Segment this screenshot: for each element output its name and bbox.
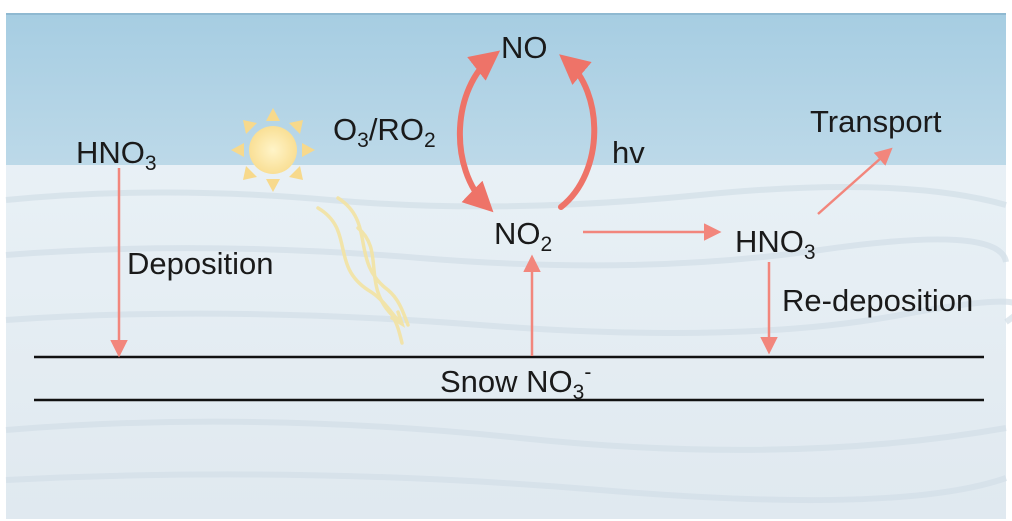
transport-arrow <box>817 147 893 215</box>
cycle-arrow-right <box>558 54 598 210</box>
oxidants-label: O3/RO2 <box>333 112 436 152</box>
hno3-atmosphere-label: HNO3 <box>76 135 157 175</box>
hno3-reformed-label: HNO3 <box>735 224 816 264</box>
transport-label: Transport <box>810 104 942 139</box>
no-label: NO <box>501 30 548 65</box>
photolysis-hv-label: hv <box>612 135 645 170</box>
deposition-label: Deposition <box>127 246 274 281</box>
cycle-arrow-left <box>457 50 501 213</box>
no2-label: NO2 <box>494 216 553 256</box>
sun-icon <box>231 108 315 192</box>
sunlight-rays-icon <box>316 196 410 345</box>
snow-field <box>6 165 1006 519</box>
snow-nitrate-label: Snow NO3- <box>440 361 592 404</box>
redeposition-label: Re-deposition <box>782 283 974 318</box>
